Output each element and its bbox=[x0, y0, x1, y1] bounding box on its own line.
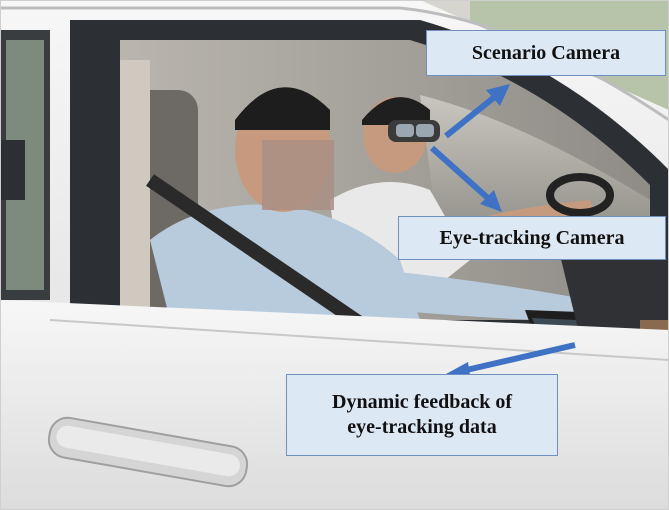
arrowhead-scenario bbox=[486, 84, 510, 106]
scenario-camera-text: Scenario Camera bbox=[471, 41, 621, 64]
feedback-label: Dynamic feedback of eye-tracking data bbox=[286, 374, 558, 456]
driver-hair bbox=[362, 97, 430, 125]
feedback-text-line1: Dynamic feedback of bbox=[332, 391, 512, 413]
eye-tracking-camera-text: Eye-tracking Camera bbox=[439, 226, 625, 249]
arrow-feedback bbox=[461, 342, 576, 374]
arrows bbox=[429, 84, 576, 382]
passenger-hair bbox=[235, 87, 330, 130]
steering-wheel bbox=[546, 173, 614, 217]
door-handle-grip bbox=[56, 425, 240, 477]
door-crease bbox=[49, 319, 669, 361]
glasses-lens-left bbox=[396, 124, 414, 137]
scenario-camera-label: Scenario Camera bbox=[426, 30, 666, 76]
feedback-text-line2: eye-tracking data bbox=[347, 416, 497, 438]
face-blur bbox=[262, 140, 334, 210]
side-mirror bbox=[0, 140, 25, 200]
arrowhead-eye-tracking bbox=[480, 190, 502, 212]
glasses-lens-right bbox=[416, 124, 434, 137]
passenger-arm bbox=[380, 270, 600, 322]
door-pillar bbox=[120, 60, 150, 320]
arrow-scenario-camera bbox=[444, 92, 499, 139]
seatbelt bbox=[146, 174, 374, 336]
arrow-eye-tracking-camera bbox=[429, 145, 493, 203]
eye-tracking-camera-label: Eye-tracking Camera bbox=[398, 216, 666, 260]
